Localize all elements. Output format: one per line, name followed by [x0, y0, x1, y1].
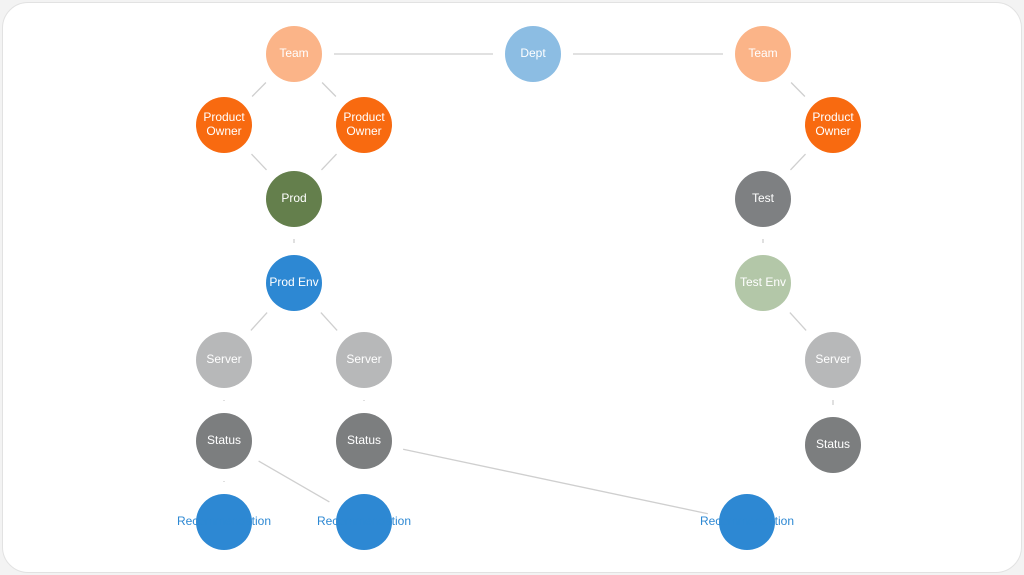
node-label-prod-env: Prod Env [269, 275, 318, 289]
node-label-line: Product [812, 110, 854, 124]
node-prod[interactable]: Prod [266, 171, 322, 227]
edge-prod-env-to-server-2 [320, 312, 338, 331]
node-status-3[interactable]: Status [805, 417, 861, 473]
node-label-test-env: Test Env [740, 275, 786, 289]
edges-layer [223, 53, 834, 515]
node-circle-test[interactable] [735, 171, 791, 227]
node-status-2[interactable]: Status [336, 413, 392, 469]
node-label-line: Product [203, 110, 245, 124]
node-label-status-3: Status [816, 437, 850, 451]
edge-owner-left-a-to-prod [251, 153, 267, 171]
node-test[interactable]: Test [735, 171, 791, 227]
node-server-2[interactable]: Server [336, 332, 392, 388]
node-circle-dept[interactable] [505, 26, 561, 82]
node-label-line: Product [343, 110, 385, 124]
node-team-left[interactable]: Team [266, 26, 322, 82]
node-circle-status-2[interactable] [336, 413, 392, 469]
node-status-1[interactable]: Status [196, 413, 252, 469]
node-prod-env[interactable]: Prod Env [266, 255, 322, 311]
node-server-3[interactable]: Server [805, 332, 861, 388]
node-rec-1[interactable]: Recommendation [177, 494, 271, 550]
node-circle-prod-env[interactable] [266, 255, 322, 311]
node-circle-server-3[interactable] [805, 332, 861, 388]
edge-owner-left-b-to-prod [321, 153, 337, 171]
node-team-right[interactable]: Team [735, 26, 791, 82]
node-circle-server-2[interactable] [336, 332, 392, 388]
node-circle-team-left[interactable] [266, 26, 322, 82]
node-label-rec-3: Recommendation [700, 514, 794, 528]
node-circle-owner-right[interactable] [805, 97, 861, 153]
edge-prod-env-to-server-1 [250, 312, 268, 331]
edge-owner-right-to-test [790, 153, 806, 171]
node-rec-2[interactable]: Recommendation [317, 494, 411, 550]
edge-team-right-to-owner-right [790, 82, 806, 97]
node-test-env[interactable]: Test Env [735, 255, 791, 311]
node-label-line: Owner [815, 124, 850, 138]
node-label-line: Owner [346, 124, 381, 138]
node-label-server-1: Server [206, 352, 241, 366]
node-label-prod: Prod [281, 191, 306, 205]
node-circle-rec-3[interactable] [719, 494, 775, 550]
node-label-status-1: Status [207, 433, 241, 447]
node-circle-prod[interactable] [266, 171, 322, 227]
node-circle-status-1[interactable] [196, 413, 252, 469]
node-dept[interactable]: Dept [505, 26, 561, 82]
edge-status-1-to-rec-2 [258, 460, 330, 503]
node-circle-server-1[interactable] [196, 332, 252, 388]
node-label-status-2: Status [347, 433, 381, 447]
node-circle-status-3[interactable] [805, 417, 861, 473]
node-label-test: Test [752, 191, 775, 205]
node-label-team-left: Team [279, 46, 308, 60]
node-label-line: Owner [206, 124, 241, 138]
node-rec-3[interactable]: Recommendation [700, 494, 794, 550]
edge-status-2-to-rec-3 [402, 448, 709, 515]
node-circle-team-right[interactable] [735, 26, 791, 82]
node-label-team-right: Team [748, 46, 777, 60]
node-server-1[interactable]: Server [196, 332, 252, 388]
node-circle-rec-1[interactable] [196, 494, 252, 550]
node-circle-test-env[interactable] [735, 255, 791, 311]
node-label-rec-2: Recommendation [317, 514, 411, 528]
node-label-server-3: Server [815, 352, 850, 366]
node-label-server-2: Server [346, 352, 381, 366]
node-circle-owner-left-a[interactable] [196, 97, 252, 153]
edge-team-left-to-owner-left-b [321, 82, 337, 97]
node-label-rec-1: Recommendation [177, 514, 271, 528]
node-circle-rec-2[interactable] [336, 494, 392, 550]
edge-team-left-to-owner-left-a [251, 82, 267, 97]
node-circle-owner-left-b[interactable] [336, 97, 392, 153]
node-label-dept: Dept [520, 46, 546, 60]
edge-test-env-to-server-3 [789, 312, 807, 331]
